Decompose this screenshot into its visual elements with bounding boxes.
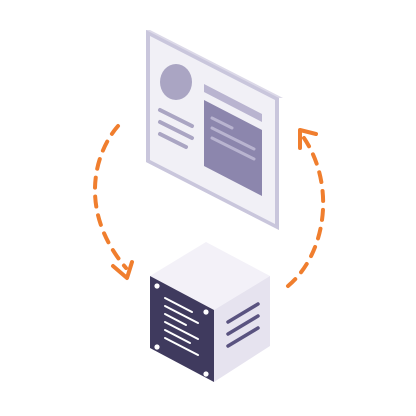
vent-line xyxy=(164,337,199,356)
vent-line xyxy=(164,297,193,313)
sync-arrow-left xyxy=(93,124,134,280)
vent-line xyxy=(164,305,199,324)
screw-icon xyxy=(154,344,160,350)
avatar-placeholder xyxy=(160,64,192,100)
text-line xyxy=(158,120,194,140)
arrowhead-down-icon xyxy=(111,260,134,280)
header-bar-placeholder xyxy=(204,84,262,122)
side-line xyxy=(226,326,260,348)
arrowhead-up-icon xyxy=(298,128,318,150)
vent-line xyxy=(164,329,191,344)
vent-line xyxy=(164,321,199,340)
content-block-lines xyxy=(210,116,256,161)
text-line xyxy=(158,108,194,128)
vent-line xyxy=(164,313,187,326)
server-top-face xyxy=(150,242,270,310)
text-line xyxy=(210,136,256,161)
screw-icon xyxy=(203,371,209,377)
sync-arrow-right xyxy=(286,128,326,288)
server-right-face xyxy=(214,276,270,382)
text-line xyxy=(210,116,234,130)
avatar-text-lines xyxy=(158,108,194,149)
server-side-lines xyxy=(226,302,260,348)
screw-icon xyxy=(154,283,160,289)
text-line xyxy=(158,132,188,149)
server-front-vents xyxy=(164,297,199,356)
dashed-arc xyxy=(93,124,128,270)
side-line xyxy=(226,314,260,336)
screw-icon xyxy=(203,309,209,315)
text-line xyxy=(210,126,256,151)
side-line xyxy=(226,302,260,324)
webpage-panel xyxy=(146,30,283,230)
server-screws xyxy=(154,283,209,377)
server-cube xyxy=(150,242,270,382)
dashed-arc xyxy=(286,136,326,288)
